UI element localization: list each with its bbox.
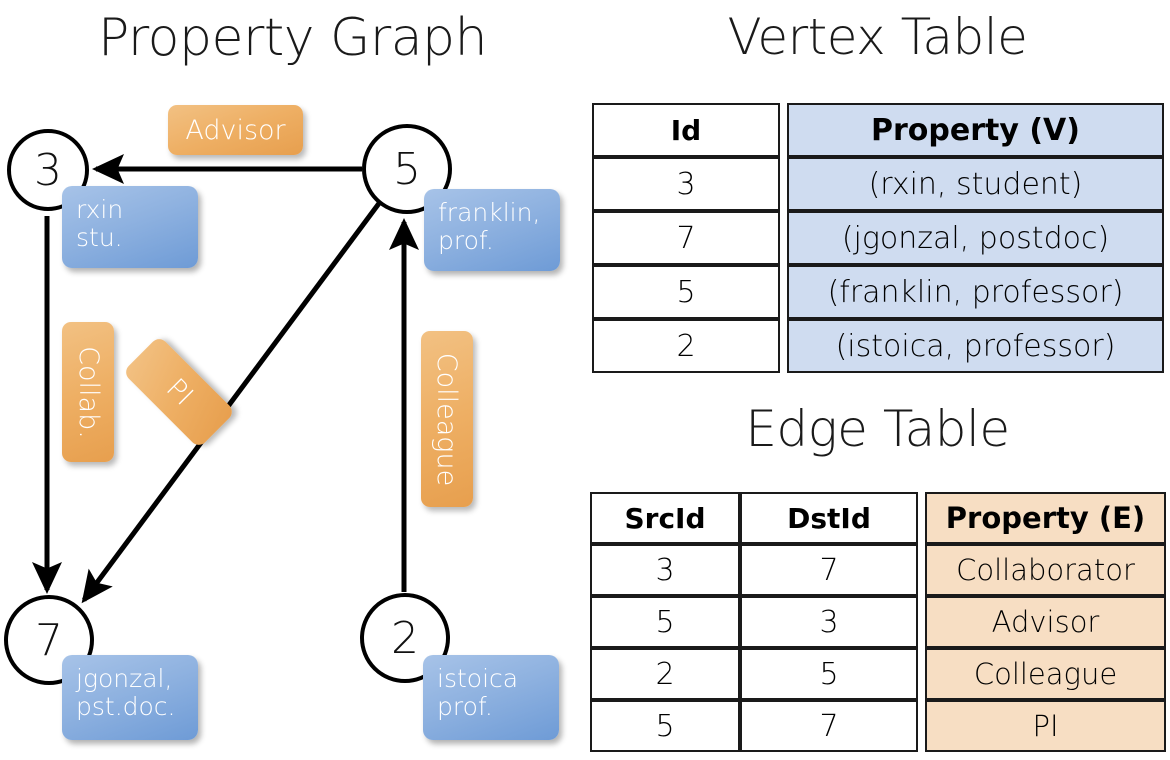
vertex-cell-property: (franklin, professor) <box>787 265 1164 319</box>
edge-table-column-gap <box>918 544 925 596</box>
graph-node-2[interactable]: 2 <box>360 593 450 683</box>
vertex-table-column-gap <box>780 265 787 319</box>
edge-table-header-property: Property (E) <box>925 492 1166 544</box>
edge-table-column-gap <box>918 700 925 752</box>
vertex-property-franklin-line1: franklin, <box>438 198 541 227</box>
edge-cell-srcid: 5 <box>590 596 740 648</box>
vertex-cell-property: (rxin, student) <box>787 157 1164 211</box>
edge-cell-srcid: 3 <box>590 544 740 596</box>
vertex-table: Id Property (V) 3 (rxin, student) 7 (jgo… <box>592 103 1164 373</box>
vertex-cell-id: 7 <box>592 211 780 265</box>
edge-cell-srcid: 5 <box>590 700 740 752</box>
edge-label-colleague: Colleague <box>421 331 473 507</box>
property-graph-diagram: 3 5 7 2 rxin stu. franklin, prof. jgonza… <box>4 105 560 740</box>
edge-table-column-gap <box>918 492 925 544</box>
graph-node-3-label: 3 <box>34 144 62 196</box>
edge-cell-dstid: 5 <box>740 648 918 700</box>
vertex-cell-id: 3 <box>592 157 780 211</box>
table-row[interactable]: 5 (franklin, professor) <box>592 265 1164 319</box>
vertex-property-callout-franklin: franklin, prof. <box>424 189 560 271</box>
vertex-property-jgonzal-line2: pst.doc. <box>76 692 176 721</box>
table-row[interactable]: 2 5 Colleague <box>590 648 1166 700</box>
edge-label-collab-text: Collab. <box>72 345 104 439</box>
page-title-edge-table: Edge Table <box>745 400 1010 458</box>
graph-node-2-label: 2 <box>391 612 419 664</box>
edge-cell-dstid: 7 <box>740 544 918 596</box>
edge-label-pi-text: PI <box>159 372 199 412</box>
vertex-table-column-gap <box>780 157 787 211</box>
graph-edge-arrows <box>32 154 419 604</box>
vertex-cell-id: 5 <box>592 265 780 319</box>
table-row[interactable]: 7 (jgonzal, postdoc) <box>592 211 1164 265</box>
edge-cell-property: Colleague <box>925 648 1166 700</box>
vertex-property-callout-jgonzal: jgonzal, pst.doc. <box>62 655 198 740</box>
graph-node-7-label: 7 <box>35 614 63 666</box>
table-row[interactable]: 5 7 PI <box>590 700 1166 752</box>
vertex-table-column-gap <box>780 103 787 157</box>
vertex-table-column-gap <box>780 319 787 373</box>
edge-cell-property: Collaborator <box>925 544 1166 596</box>
edge-table-header-srcid: SrcId <box>590 492 740 544</box>
edge-cell-dstid: 3 <box>740 596 918 648</box>
vertex-property-rxin-line2: stu. <box>76 223 123 252</box>
edge-label-colleague-text: Colleague <box>431 352 463 486</box>
edge-table: SrcId DstId Property (E) 3 7 Collaborato… <box>590 492 1166 752</box>
edge-table-column-gap <box>918 596 925 648</box>
table-row[interactable]: 5 3 Advisor <box>590 596 1166 648</box>
edge-arrow-5-to-7 <box>81 200 383 604</box>
graph-node-5-label: 5 <box>393 143 421 195</box>
edge-table-header-dstid: DstId <box>740 492 918 544</box>
edge-cell-property: PI <box>925 700 1166 752</box>
vertex-property-callout-istoica: istoica prof. <box>423 655 559 740</box>
vertex-cell-property: (istoica, professor) <box>787 319 1164 373</box>
page-title-property-graph: Property Graph <box>97 8 488 68</box>
page-title-vertex-table: Vertex Table <box>727 8 1028 66</box>
edge-cell-srcid: 2 <box>590 648 740 700</box>
vertex-property-callout-rxin: rxin stu. <box>62 186 198 268</box>
vertex-cell-property: (jgonzal, postdoc) <box>787 211 1164 265</box>
edge-table-header-row: SrcId DstId Property (E) <box>590 492 1166 544</box>
edge-label-advisor: Advisor <box>168 105 303 155</box>
table-row[interactable]: 3 (rxin, student) <box>592 157 1164 211</box>
vertex-property-jgonzal-line1: jgonzal, <box>76 664 173 693</box>
vertex-property-franklin-line2: prof. <box>438 226 494 255</box>
vertex-cell-id: 2 <box>592 319 780 373</box>
vertex-property-rxin-line1: rxin <box>76 195 124 224</box>
edge-label-collab: Collab. <box>62 322 114 462</box>
table-row[interactable]: 2 (istoica, professor) <box>592 319 1164 373</box>
vertex-property-istoica-line1: istoica <box>437 664 519 693</box>
vertex-table-header-id: Id <box>592 103 780 157</box>
table-row[interactable]: 3 7 Collaborator <box>590 544 1166 596</box>
vertex-table-header-property: Property (V) <box>787 103 1164 157</box>
edge-label-advisor-text: Advisor <box>185 114 286 146</box>
vertex-property-istoica-line2: prof. <box>437 692 493 721</box>
edge-cell-dstid: 7 <box>740 700 918 752</box>
vertex-table-column-gap <box>780 211 787 265</box>
edge-cell-property: Advisor <box>925 596 1166 648</box>
edge-table-column-gap <box>918 648 925 700</box>
vertex-table-header-row: Id Property (V) <box>592 103 1164 157</box>
graph-node-5[interactable]: 5 <box>362 124 452 214</box>
